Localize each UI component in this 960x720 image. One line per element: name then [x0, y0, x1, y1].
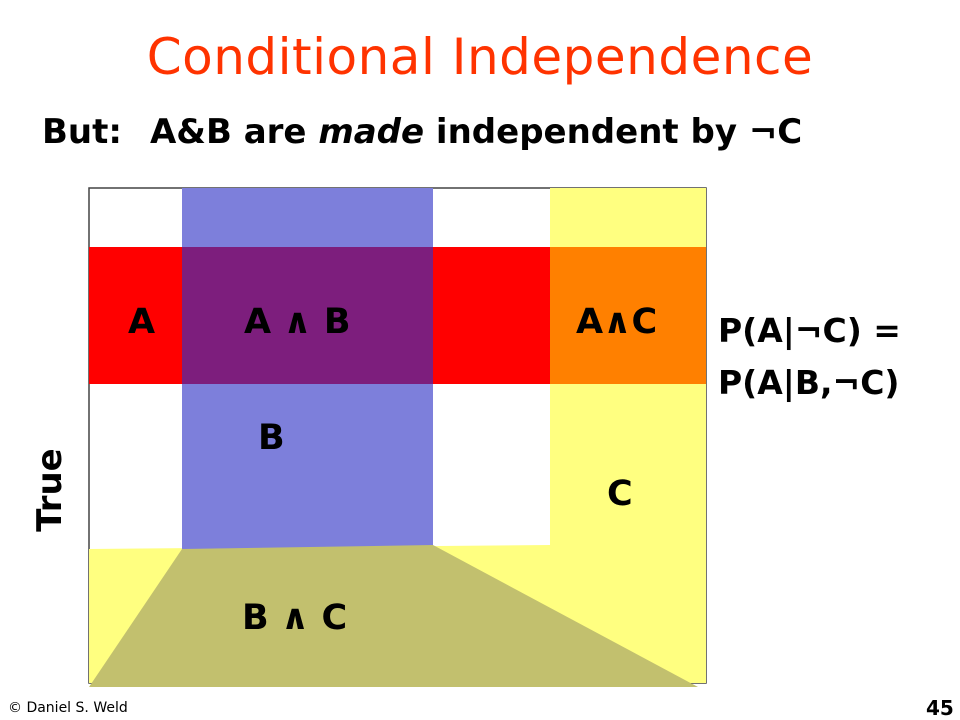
region-label-b: B — [258, 418, 285, 458]
a-and-b-region — [182, 247, 433, 384]
region-label-c: C — [607, 474, 633, 514]
venn-diagram — [88, 187, 707, 687]
slide-subtitle: But: A&B are made independent by ¬C — [42, 112, 802, 152]
region-label-b-and-c: B ∧ C — [242, 598, 348, 638]
region-label-a-and-c: A∧C — [576, 302, 658, 342]
formula-line-1: P(A|¬C) = — [718, 311, 901, 350]
axis-label-true: True — [30, 448, 70, 532]
subtitle-lead: But: — [42, 112, 122, 152]
subtitle-emphasis: made — [318, 112, 425, 152]
conditional-probability-formula: P(A|¬C) = P(A|B,¬C) — [718, 305, 901, 409]
subtitle-pre: A&B are — [149, 112, 319, 152]
formula-line-2: P(A|B,¬C) — [718, 363, 900, 402]
a-and-c-region — [550, 247, 706, 384]
slide-title: Conditional Independence — [146, 28, 814, 86]
region-label-a: A — [128, 302, 156, 342]
b-and-c-region — [89, 545, 698, 687]
footer-copyright: © Daniel S. Weld — [8, 700, 128, 716]
subtitle-post: independent by ¬C — [424, 112, 803, 152]
slide-number: 45 — [926, 696, 954, 720]
region-label-a-and-b: A ∧ B — [244, 302, 351, 342]
